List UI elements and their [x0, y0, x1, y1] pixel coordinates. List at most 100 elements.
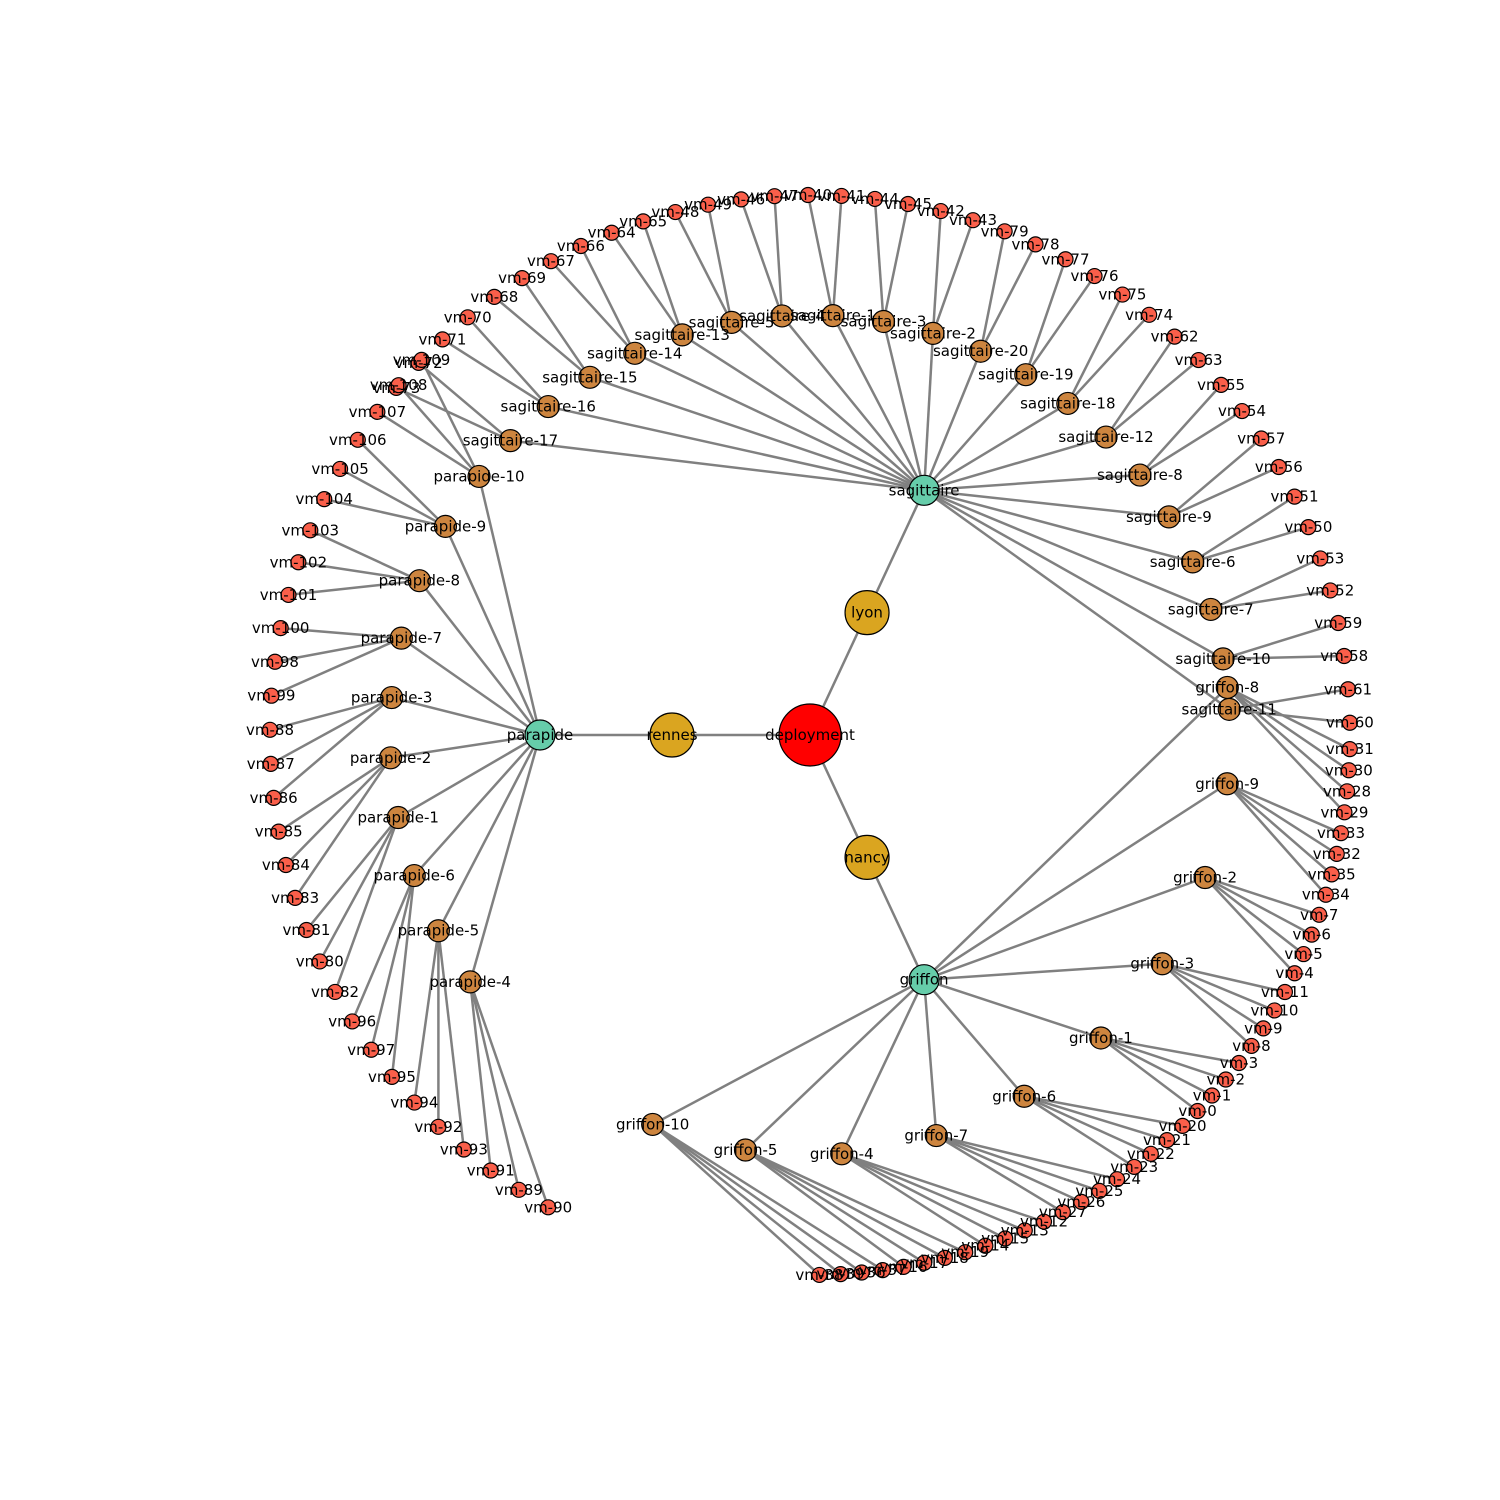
- edge-sagittaire-20-vm-79: [979, 231, 1006, 352]
- host-node-griffon-9: [1215, 772, 1239, 796]
- vm-node-vm-59: [1330, 614, 1347, 632]
- host-node-sagittaire-17: [498, 429, 523, 453]
- host-node-sagittaire-9: [1157, 505, 1181, 529]
- host-label-griffon-4: griffon-4: [810, 1145, 874, 1163]
- edge-parapide-7-vm-99: [270, 636, 402, 697]
- host-node-parapide-3: [380, 685, 404, 710]
- edge-parapide-8-vm-102: [298, 561, 420, 582]
- vm-node-vm-91: [482, 1162, 499, 1179]
- edge-parapide-parapide-7: [400, 637, 541, 737]
- vm-node-vm-96: [344, 1013, 361, 1030]
- vm-label-vm-77: vm-77: [1042, 250, 1090, 268]
- cluster-node-griffon: [908, 964, 940, 996]
- edge-sagittaire-sagittaire-14: [634, 352, 925, 492]
- vm-node-vm-66: [572, 237, 589, 255]
- host-label-griffon-5: griffon-5: [714, 1141, 778, 1159]
- edge-sagittaire-4-vm-47: [773, 196, 784, 317]
- edge-parapide-2-vm-83: [294, 757, 392, 899]
- vm-node-vm-12: [1035, 1213, 1053, 1230]
- vm-node-vm-8: [1243, 1037, 1260, 1055]
- vm-node-vm-26: [1073, 1193, 1090, 1210]
- edge-griffon-1-vm-0: [1100, 1036, 1199, 1112]
- edge-griffon-8-vm-30: [1226, 686, 1350, 772]
- edge-griffon-6-vm-22: [1023, 1095, 1152, 1155]
- host-node-parapide-8: [407, 569, 431, 593]
- edge-sagittaire-3-vm-44: [873, 198, 885, 322]
- vm-node-vm-16: [895, 1258, 912, 1275]
- vm-label-vm-38: vm-38: [795, 1266, 843, 1284]
- edge-sagittaire-10-vm-58: [1223, 654, 1345, 661]
- vm-node-vm-52: [1322, 582, 1339, 599]
- edge-sagittaire-17-vm-73: [395, 386, 511, 442]
- vm-node-vm-2: [1217, 1071, 1234, 1088]
- edge-griffon-griffon-2: [923, 876, 1206, 981]
- vm-node-vm-28: [1338, 783, 1356, 800]
- vm-node-vm-98: [266, 653, 284, 670]
- edge-parapide-parapide-1: [397, 733, 541, 819]
- host-label-parapide-1: parapide-1: [357, 809, 438, 827]
- host-node-sagittaire-3: [871, 309, 896, 334]
- vm-node-vm-13: [1016, 1222, 1033, 1239]
- host-label-sagittaire-3: sagittaire-3: [841, 312, 927, 330]
- edge-sagittaire-12-vm-63: [1105, 359, 1200, 439]
- edge-griffon-1-vm-1: [1100, 1036, 1213, 1097]
- edge-griffon-3-vm-11: [1161, 962, 1286, 994]
- edge-griffon-6-vm-21: [1023, 1095, 1168, 1142]
- vm-label-vm-83: vm-83: [271, 889, 319, 907]
- vm-label-vm-8: vm-8: [1232, 1037, 1270, 1055]
- edge-griffon-4-vm-13: [841, 1152, 1026, 1232]
- host-label-sagittaire-9: sagittaire-9: [1126, 508, 1212, 526]
- vm-node-vm-6: [1303, 926, 1320, 943]
- edge-parapide-1-vm-82: [333, 817, 400, 993]
- vm-node-vm-62: [1166, 328, 1183, 345]
- edge-parapide-9-vm-106: [356, 438, 447, 528]
- edge-sagittaire-14-vm-66: [579, 245, 636, 354]
- site-node-lyon: [844, 590, 890, 636]
- edge-sagittaire-2-vm-43: [931, 219, 975, 334]
- edge-griffon-10-vm-39: [651, 1123, 842, 1276]
- edge-parapide-1-vm-80: [318, 816, 400, 963]
- edge-parapide-10-vm-107: [376, 410, 480, 478]
- vm-label-vm-85: vm-85: [255, 823, 303, 841]
- vm-label-vm-40: vm-40: [784, 186, 832, 204]
- host-label-parapide-4: parapide-4: [429, 973, 510, 991]
- edge-griffon-2-vm-5: [1204, 876, 1305, 956]
- edge-sagittaire-sagittaire-13: [681, 333, 925, 492]
- edge-sagittaire-sagittaire-1: [831, 315, 926, 491]
- vm-label-vm-61: vm-61: [1324, 680, 1372, 698]
- vm-label-vm-107: vm-107: [349, 403, 407, 421]
- edge-parapide-parapide-8: [418, 579, 541, 736]
- vm-label-vm-98: vm-98: [251, 653, 299, 671]
- vm-label-vm-51: vm-51: [1271, 488, 1319, 506]
- edge-sagittaire-sagittaire-18: [923, 402, 1069, 492]
- vm-node-vm-106: [349, 431, 366, 448]
- host-node-sagittaire-20: [969, 339, 993, 363]
- vm-label-vm-25: vm-25: [1075, 1182, 1123, 1200]
- edge-griffon-griffon-4: [840, 979, 926, 1155]
- vm-label-vm-47: vm-47: [751, 187, 799, 205]
- cluster-node-parapide: [524, 719, 556, 751]
- vm-node-vm-100: [272, 620, 289, 637]
- vm-label-vm-90: vm-90: [524, 1198, 572, 1216]
- edge-griffon-9-vm-35: [1226, 782, 1333, 876]
- vm-label-vm-108: vm-108: [370, 376, 428, 394]
- edge-griffon-5-vm-18: [744, 1148, 946, 1259]
- host-label-griffon-9: griffon-9: [1195, 775, 1259, 793]
- host-label-parapide-7: parapide-7: [361, 629, 442, 647]
- vm-node-vm-60: [1341, 714, 1358, 731]
- host-label-sagittaire-17: sagittaire-17: [463, 432, 558, 450]
- host-label-sagittaire-5: sagittaire-5: [689, 313, 775, 331]
- vm-label-vm-10: vm-10: [1250, 1001, 1298, 1019]
- host-node-griffon-2: [1193, 865, 1217, 890]
- vm-label-vm-105: vm-105: [311, 460, 369, 478]
- host-label-griffon-7: griffon-7: [904, 1127, 968, 1145]
- vm-label-vm-24: vm-24: [1093, 1170, 1141, 1188]
- host-node-sagittaire-1: [821, 304, 845, 328]
- edge-sagittaire-1-vm-41: [831, 195, 843, 316]
- edge-griffon-6-vm-23: [1023, 1095, 1135, 1168]
- vm-label-vm-74: vm-74: [1125, 306, 1173, 324]
- vm-node-vm-58: [1336, 647, 1353, 665]
- host-label-sagittaire-12: sagittaire-12: [1058, 428, 1153, 446]
- vm-label-vm-31: vm-31: [1326, 740, 1374, 758]
- edge-parapide-7-vm-100: [280, 626, 402, 640]
